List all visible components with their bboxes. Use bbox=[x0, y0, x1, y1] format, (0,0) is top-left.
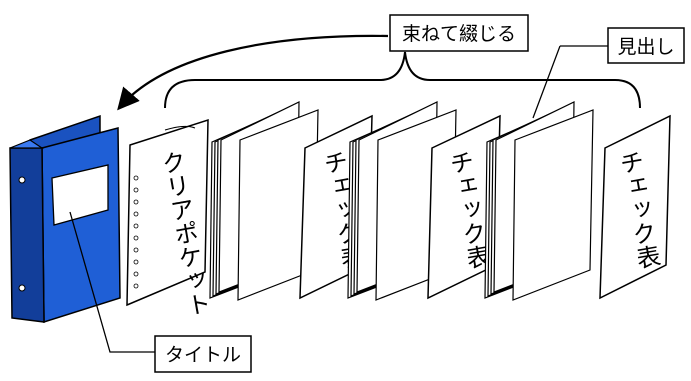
title-label: タイトル bbox=[165, 344, 241, 366]
check-sheet-3: チェック表 bbox=[599, 114, 671, 300]
binder bbox=[9, 114, 121, 324]
index-label-box: 見出し bbox=[607, 27, 685, 64]
bind-label-box: 束ねて綴じる bbox=[389, 14, 529, 52]
title-leader-line bbox=[69, 211, 155, 353]
title-label-box: タイトル bbox=[154, 335, 252, 373]
paper-stack-3 bbox=[484, 101, 594, 301]
bind-arrow bbox=[117, 34, 389, 111]
clear-pocket: クリアポケット bbox=[126, 118, 212, 319]
index-label: 見出し bbox=[617, 36, 674, 58]
pocket-holes bbox=[133, 175, 139, 289]
paper-stack-1 bbox=[209, 101, 319, 301]
index-leader-line-diag bbox=[532, 45, 561, 119]
group-brace bbox=[164, 51, 641, 109]
bind-label: 束ねて綴じる bbox=[402, 23, 516, 45]
binder-title-window bbox=[51, 164, 109, 226]
check-sheet-2: チェック表 bbox=[427, 114, 501, 300]
